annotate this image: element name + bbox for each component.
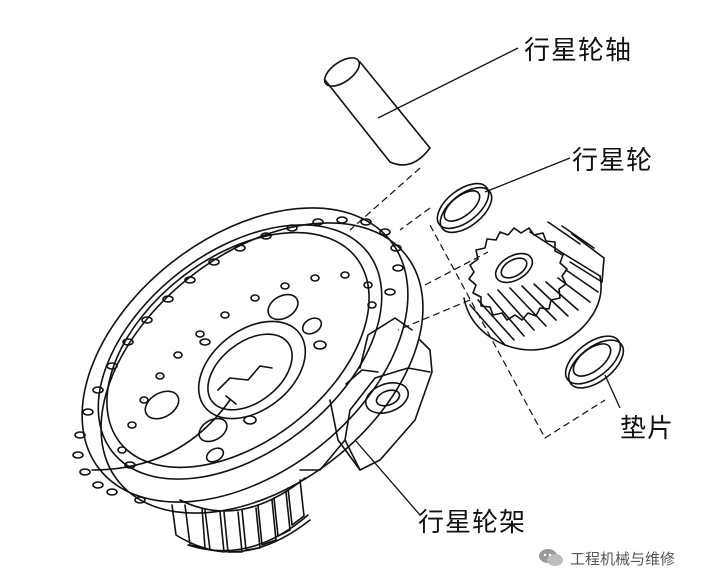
planet-carrier xyxy=(72,207,433,553)
chat-bubble-logo-icon xyxy=(539,549,563,566)
planet-shaft xyxy=(323,57,431,166)
label-washer: 垫片 xyxy=(620,414,675,444)
label-planet-carrier: 行星轮架 xyxy=(418,508,527,538)
label-planet-gear: 行星轮 xyxy=(572,146,654,176)
washer-upper xyxy=(436,182,493,234)
label-planet-shaft: 行星轮轴 xyxy=(524,36,633,66)
planet-gear xyxy=(463,221,605,351)
flange-bolt-holes xyxy=(72,216,404,504)
carrier-sun-gear-teeth xyxy=(179,477,309,553)
assembly-guide-lines xyxy=(349,167,606,439)
watermark-text: 工程机械与维修 xyxy=(570,549,676,568)
washer-lower xyxy=(564,335,625,389)
watermark: 工程机械与维修 xyxy=(538,547,675,569)
leader-lines xyxy=(354,47,621,516)
